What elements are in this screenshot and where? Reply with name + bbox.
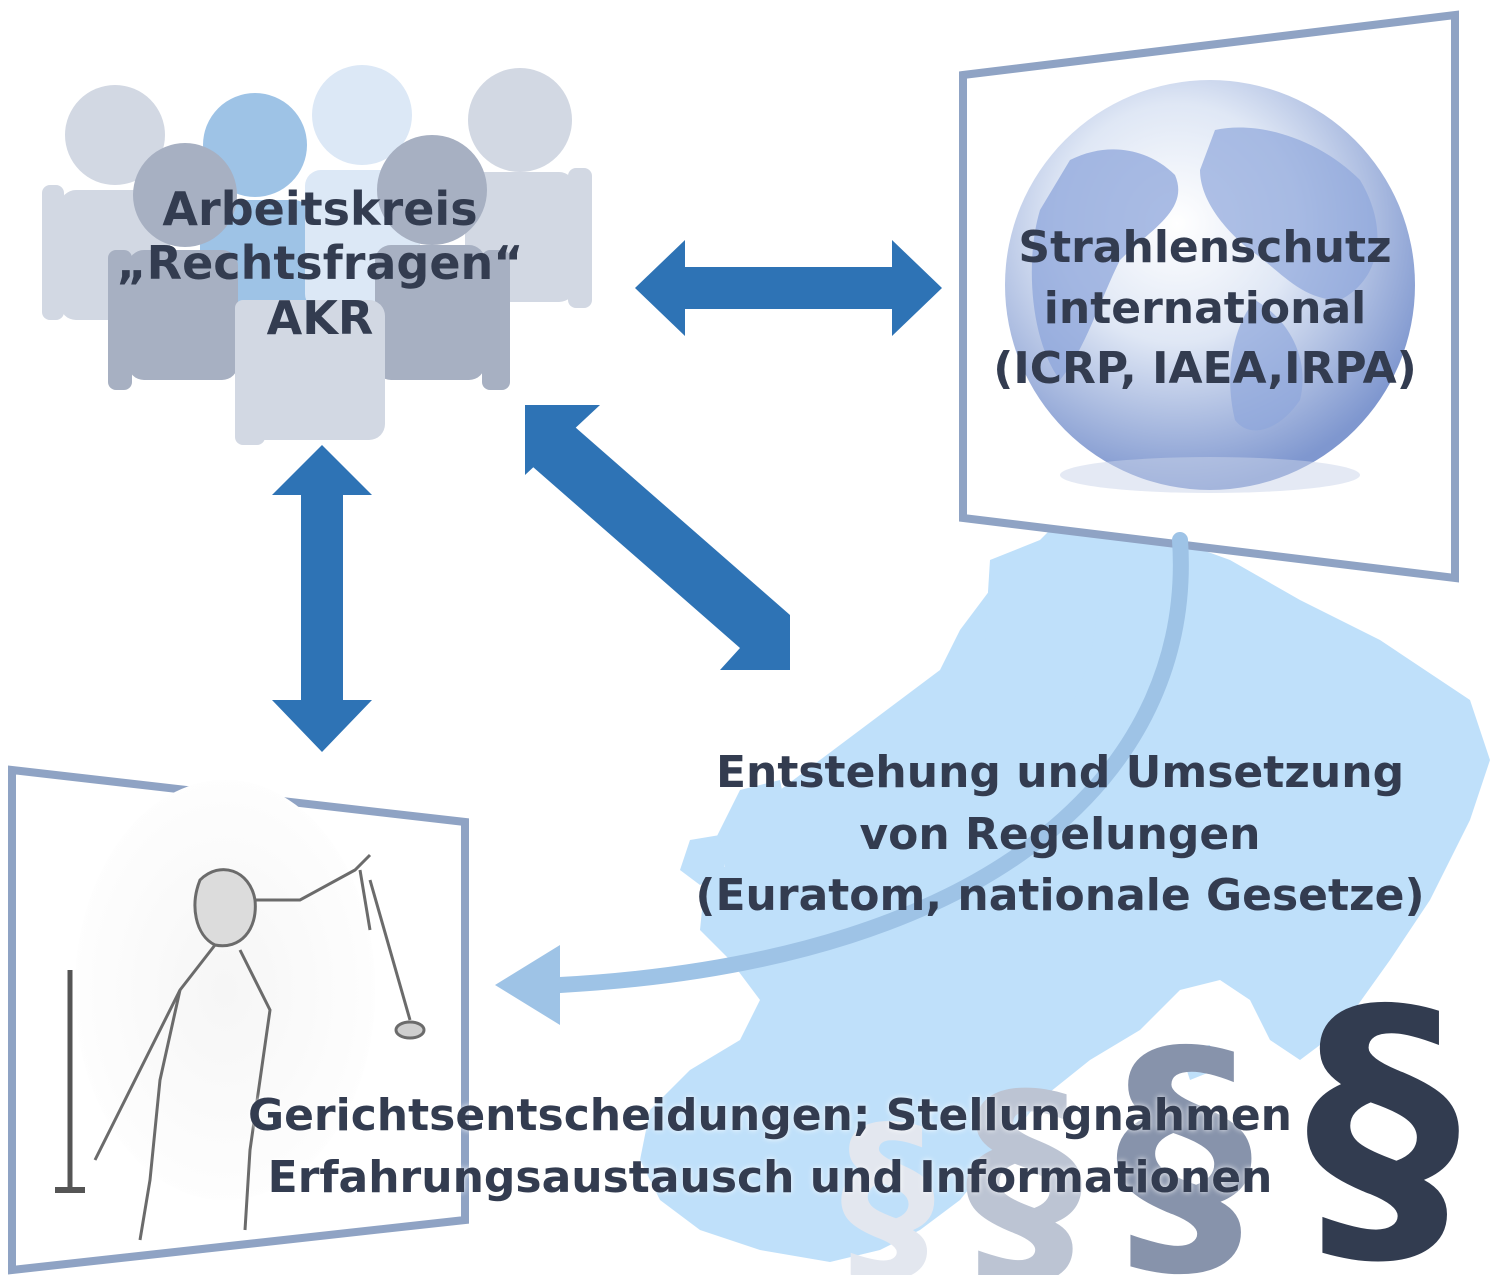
regulation-label: Entstehung und Umsetzung von Regelungen … [690, 742, 1430, 927]
international-line: (ICRP, IAEA,IRPA) [993, 343, 1417, 395]
globe-frame [959, 10, 1459, 583]
paragraph-icon: § [965, 1045, 1083, 1275]
akr-line: AKR [266, 290, 374, 345]
justitia-frame [8, 765, 469, 1275]
court-line: Erfahrungsaustausch und Informationen [267, 1151, 1273, 1203]
double-arrow-horizontal [635, 240, 942, 336]
double-arrow-vertical [272, 445, 372, 752]
europe-map-icon [640, 512, 1490, 1262]
paragraph-icon: § [1305, 945, 1460, 1275]
international-line: Strahlenschutz [1018, 222, 1392, 273]
paragraph-icon: § [840, 1086, 935, 1275]
justitia-statue-icon [55, 780, 426, 1241]
paragraph-symbols: § § § § [840, 945, 1460, 1275]
regulation-line: (Euratom, nationale Gesetze) [695, 870, 1425, 922]
international-label: Strahlenschutz international (ICRP, IAEA… [985, 218, 1425, 400]
court-label: Gerichtsentscheidungen; Stellungnahmen E… [220, 1085, 1320, 1208]
regulation-line: Entstehung und Umsetzung [715, 747, 1405, 798]
globe-icon [1005, 80, 1415, 493]
regulation-line: von Regelungen [859, 808, 1261, 860]
people-group-icon [42, 65, 592, 445]
international-line: international [1043, 282, 1367, 334]
akr-label: Arbeitskreis „Rechtsfragen“ AKR [100, 182, 540, 345]
flow-arrow-curved [495, 532, 1189, 1025]
akr-line: Arbeitskreis [162, 182, 478, 236]
paragraph-icon: § [1115, 993, 1253, 1275]
double-arrow-diagonal [525, 405, 790, 670]
akr-line: „Rechtsfragen“ [116, 236, 524, 291]
court-line: Gerichtsentscheidungen; Stellungnahmen [247, 1090, 1293, 1141]
